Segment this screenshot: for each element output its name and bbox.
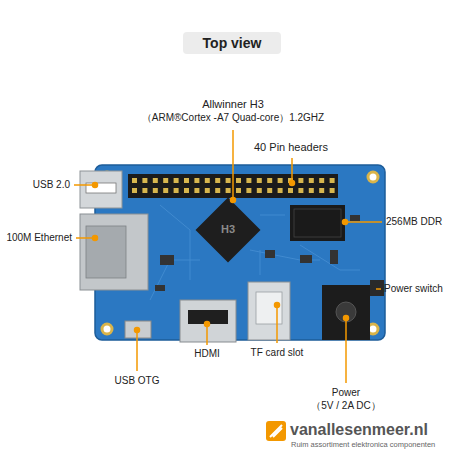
part-name: 100M Ethernet [6, 232, 72, 244]
part-name: USB OTG [114, 375, 159, 387]
title: Top view [183, 32, 282, 54]
logo-mark [270, 425, 282, 437]
tf-card-slot [248, 282, 290, 340]
part-name: 256MB DDR [386, 216, 442, 228]
small-components [155, 215, 360, 291]
header-pin [309, 178, 314, 183]
header-pin [246, 178, 251, 183]
header-pin [132, 178, 137, 183]
header-pin [174, 178, 179, 183]
soc-chip [195, 197, 260, 262]
watermark-logo: vanallesenmeer.nl [290, 420, 428, 439]
header-pin [205, 188, 210, 193]
tf-card-inner [256, 292, 282, 324]
header-pin [319, 178, 324, 183]
usb-port [80, 171, 122, 208]
header-pin [288, 188, 293, 193]
part-spec: （5V / 2A DC） [311, 400, 380, 412]
power-jack-hole [336, 302, 356, 322]
header-pin [132, 188, 137, 193]
header-pin [153, 188, 158, 193]
part-name: TF card slot [251, 347, 304, 359]
header-pin [298, 178, 303, 183]
hdmi-port [180, 300, 236, 342]
logo-icon [266, 421, 286, 441]
header-pin [215, 188, 220, 193]
watermark-tagline: Ruim assortiment elektronica componenten [291, 440, 435, 449]
chip-marking: H3 [221, 223, 235, 236]
header-pin [142, 178, 147, 183]
header-pin [226, 178, 231, 183]
header-pin [257, 188, 262, 193]
header-pin [153, 178, 158, 183]
header-pin [278, 178, 283, 183]
header-pin [194, 188, 199, 193]
part-name: Power [332, 387, 360, 399]
ram-chip [290, 205, 345, 241]
header-pin [236, 178, 241, 183]
header-pin [142, 188, 147, 193]
header-pin [309, 188, 314, 193]
header-pin [298, 188, 303, 193]
header-pin [184, 178, 189, 183]
power-switch [370, 280, 384, 296]
leader-lines [74, 130, 382, 383]
part-spec: （ARM®Cortex -A7 Quad-core）1.2GHZ [142, 112, 324, 124]
header-pin [174, 188, 179, 193]
header-pin [205, 178, 210, 183]
header-pin [278, 188, 283, 193]
part-name: 40 Pin headers [254, 141, 328, 154]
header-pin [226, 188, 231, 193]
part-name: Power switch [384, 283, 443, 295]
usb-otg-port [125, 321, 151, 338]
part-name: Allwinner H3 [202, 98, 264, 111]
ethernet-port [80, 214, 148, 290]
header-pin [163, 178, 168, 183]
ethernet-socket [86, 226, 126, 278]
header-pin [246, 188, 251, 193]
header-pin [267, 178, 272, 183]
header-pin [194, 178, 199, 183]
part-name: USB 2.0 [33, 179, 70, 191]
header-pin [319, 188, 324, 193]
ram-mark [294, 209, 341, 237]
header-pin [184, 188, 189, 193]
header-pin [267, 188, 272, 193]
header-pin [330, 178, 335, 183]
header-pin [330, 188, 335, 193]
header-pin [215, 178, 220, 183]
header-pin [257, 178, 262, 183]
header-pin [236, 188, 241, 193]
part-name: HDMI [194, 348, 220, 360]
header-pin [163, 188, 168, 193]
